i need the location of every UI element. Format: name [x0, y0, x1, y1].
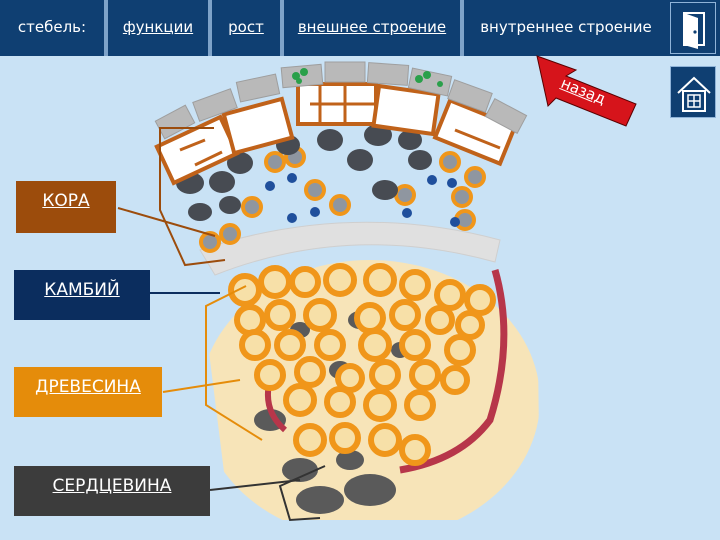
tab-internal-structure[interactable]: внутреннее строение: [464, 0, 668, 56]
nav-separator: [280, 0, 284, 56]
leader-lines: [117, 127, 326, 522]
tab-external-structure[interactable]: внешнее строение: [297, 18, 447, 36]
cambium-band: [199, 221, 501, 276]
section-label: стебель:: [17, 18, 87, 36]
cork-layer: [154, 82, 518, 186]
nav-separator: [208, 0, 212, 56]
exit-button[interactable]: [670, 2, 716, 54]
label-drevesina[interactable]: ДРЕВЕСИНА: [14, 367, 162, 417]
bast-layer: [176, 124, 486, 253]
cork-grid: [179, 84, 501, 167]
nav-separator: [460, 0, 464, 56]
label-kora[interactable]: КОРА: [16, 181, 116, 233]
home-button[interactable]: [670, 66, 716, 118]
chloroplast-dots: [292, 68, 443, 87]
tab-functions[interactable]: функции: [122, 18, 194, 36]
label-serdtsevina[interactable]: СЕРДЦЕВИНА: [14, 466, 210, 516]
tab-growth[interactable]: рост: [228, 18, 264, 36]
door-icon: [683, 12, 705, 49]
nav-separator: [104, 0, 108, 56]
wood-layer: [228, 263, 496, 466]
house-icon: [677, 76, 711, 112]
label-kambiy[interactable]: КАМБИЙ: [14, 270, 150, 320]
